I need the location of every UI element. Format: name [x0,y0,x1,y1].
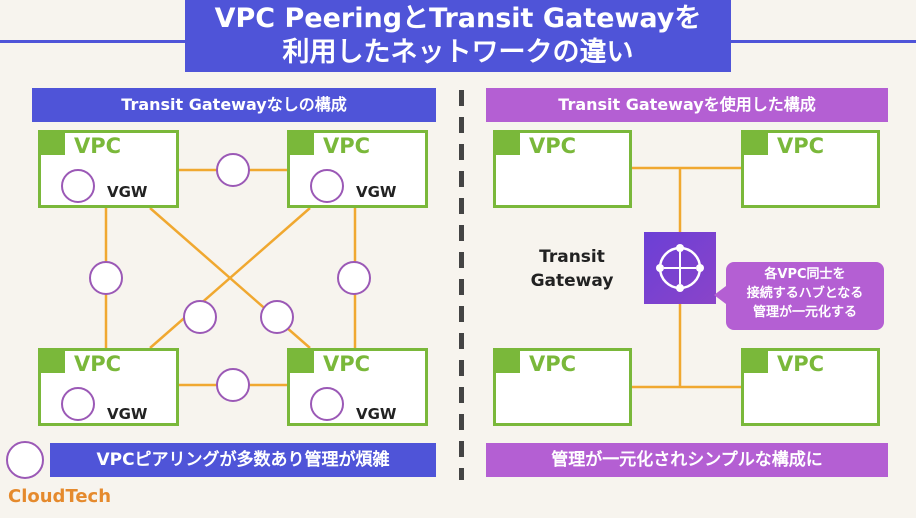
transit-gateway-icon [644,232,716,304]
left-header: Transit Gatewayなしの構成 [32,88,436,122]
lock-icon [310,169,344,203]
tgw-callout: 各VPC同士を 接続するハブとなる 管理が一元化する [714,262,884,330]
vpc-box-right-top-right: VPC [741,130,880,208]
cloud-icon [41,133,65,155]
vpc-label: VPC [323,134,371,158]
vpc-box-right-bottom-left: VPC [493,348,632,426]
vgw-label: VGW [356,405,397,423]
cloud-icon [290,351,314,373]
hub-icon [656,244,704,292]
vpc-box-left-top-right: VPC VGW [287,130,428,208]
vpc-label: VPC [74,134,122,158]
cloud-icon [496,351,520,373]
vpc-label: VPC [777,134,825,158]
tgw-label-line-1: Transit [539,247,605,267]
title-line-2: 利用したネットワークの違い [282,37,634,68]
page-title: VPC PeeringとTransit Gatewayを 利用したネットワークの… [185,0,731,72]
peering-icon [216,153,250,187]
vpc-box-left-bottom-right: VPC VGW [287,348,428,426]
cloud-icon [496,133,520,155]
peering-icon [260,300,294,334]
callout-line-3: 管理が一元化する [752,305,857,320]
tgw-label-line-2: Gateway [530,271,614,291]
left-footer: VPCピアリングが多数あり管理が煩雑 [50,443,436,477]
vpc-label: VPC [777,352,825,376]
cloud-icon [744,351,768,373]
vgw-label: VGW [107,183,148,201]
vpc-box-right-bottom-right: VPC [741,348,880,426]
vgw-label: VGW [356,183,397,201]
peering-legend-icon [6,441,44,479]
callout-line-1: 各VPC同士を [764,267,846,282]
tgw-label: Transit Gateway [528,245,616,293]
vpc-label: VPC [529,352,577,376]
vpc-label: VPC [74,352,122,376]
vgw-label: VGW [107,405,148,423]
peering-icon [89,261,123,295]
vpc-box-left-bottom-left: VPC VGW [38,348,179,426]
cloud-icon [290,133,314,155]
cloud-icon [744,133,768,155]
title-line-1: VPC PeeringとTransit Gatewayを [214,3,702,34]
vpc-box-left-top-left: VPC VGW [38,130,179,208]
right-footer: 管理が一元化されシンプルな構成に [486,443,888,477]
vpc-label: VPC [529,134,577,158]
peering-line-diagonal-2 [149,207,311,349]
cloudtech-logo: CloudTech [8,486,112,507]
right-header: Transit Gatewayを使用した構成 [486,88,888,122]
vpc-box-right-top-left: VPC [493,130,632,208]
peering-icon [216,368,250,402]
callout-line-2: 接続するハブとなる [746,286,864,301]
lock-icon [310,387,344,421]
cloud-icon [41,351,65,373]
peering-icon [183,300,217,334]
section-divider [459,90,464,480]
vpc-label: VPC [323,352,371,376]
peering-icon [337,261,371,295]
lock-icon [61,387,95,421]
lock-icon [61,169,95,203]
